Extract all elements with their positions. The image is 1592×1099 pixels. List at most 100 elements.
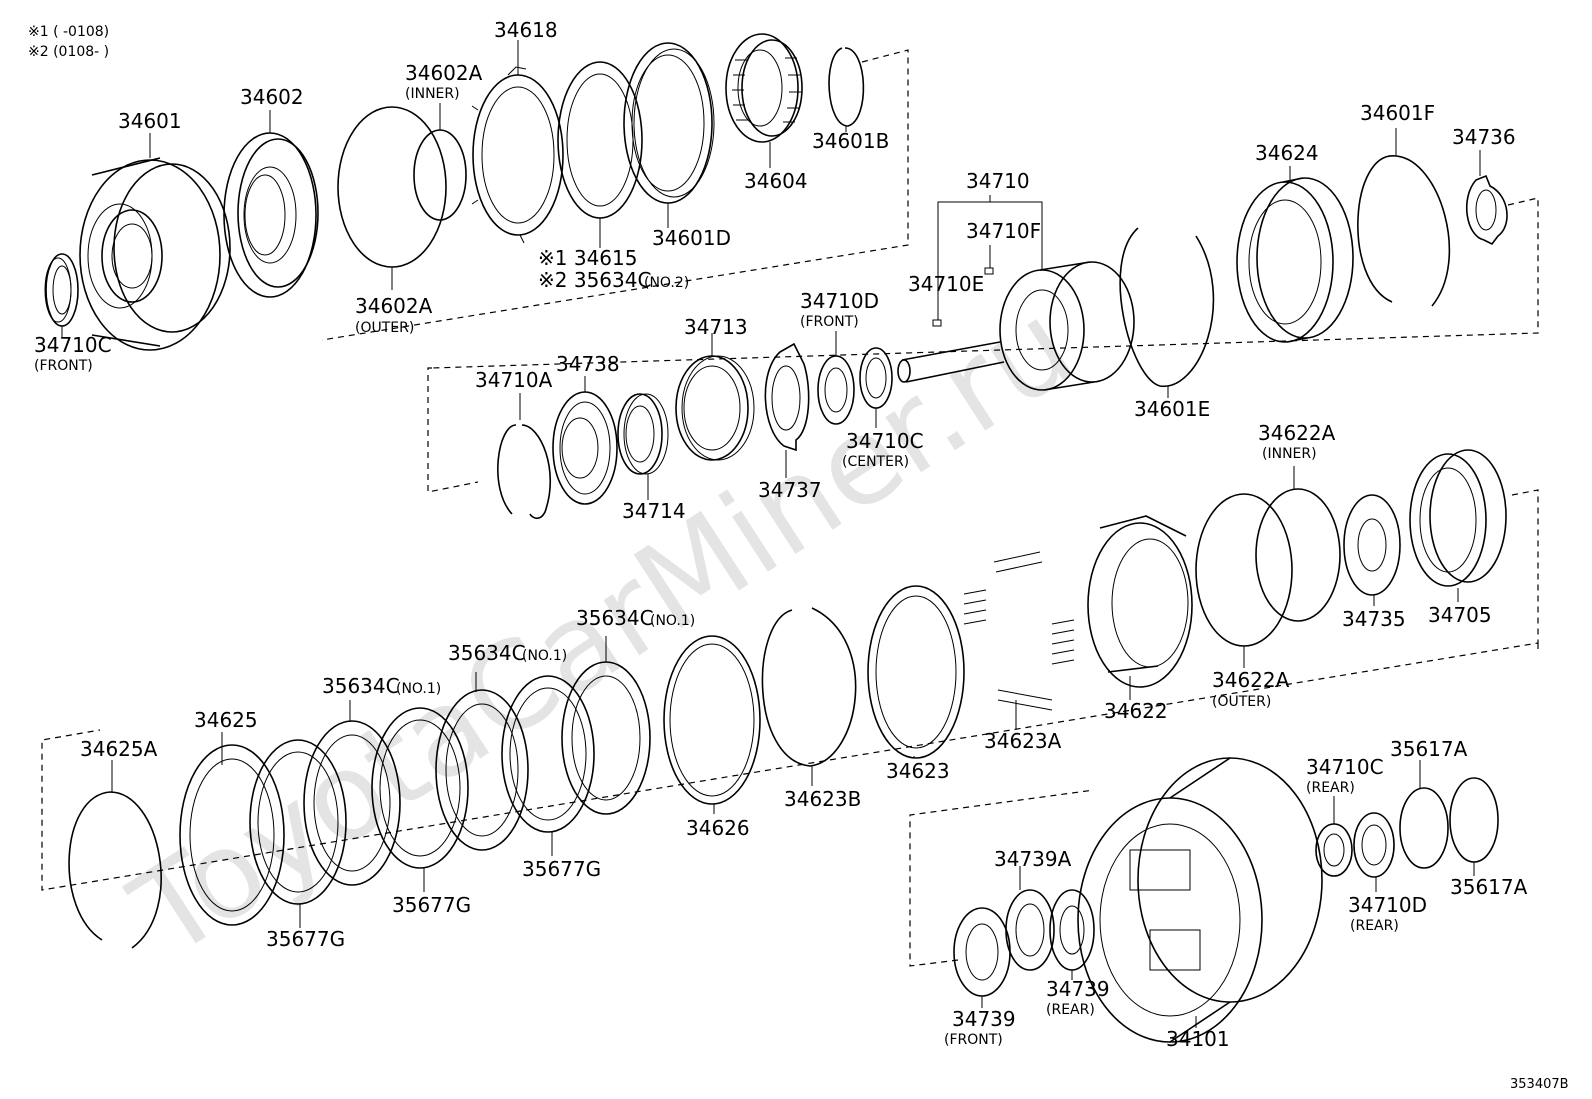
part-35677g-disc-c[interactable] (501, 675, 595, 833)
label-34623b: 34623B (784, 787, 861, 811)
label-34622: 34622 (1104, 699, 1168, 723)
label-34710f: 34710F (966, 219, 1041, 243)
part-34622-retainer[interactable] (1087, 515, 1193, 688)
label-34713: 34713 (684, 315, 748, 339)
label-34739-front: 34739 (952, 1007, 1016, 1031)
label-35634c-1-sub: (NO.1) (650, 613, 695, 629)
part-34705-clutch[interactable] (1409, 449, 1507, 587)
label-34602a-outer: 34602A (355, 294, 433, 318)
part-34602a-inner-oring[interactable] (413, 129, 467, 221)
label-34602a-inner: 34602A (405, 61, 483, 85)
label-34710c-rear-sub: (REAR) (1306, 780, 1355, 796)
label-34601b: 34601B (812, 129, 889, 153)
label-34739-rear: 34739 (1046, 977, 1110, 1001)
part-35617a-ring-a[interactable] (1399, 787, 1449, 869)
part-34626-plate[interactable] (663, 635, 761, 805)
part-34739a-bearing[interactable] (1005, 889, 1055, 971)
label-34710a: 34710A (475, 368, 553, 392)
label-34710c-rear: 34710C (1306, 755, 1384, 779)
label-35634c-2-sub: (NO.1) (522, 648, 567, 664)
label-34622a-outer: 34622A (1212, 668, 1290, 692)
part-35634c-plate-a[interactable] (303, 720, 401, 886)
part-34713-gear-ring[interactable] (675, 355, 755, 461)
label-34615: ※1 34615 (538, 246, 637, 270)
part-34601-drum[interactable] (79, 157, 231, 351)
watermark: ToyotaCarMiner.ru (109, 276, 1097, 985)
label-34710d-rear: 34710D (1348, 893, 1427, 917)
part-34714-bearing[interactable] (617, 393, 669, 475)
label-34602: 34602 (240, 85, 304, 109)
part-35677g-disc-b[interactable] (371, 707, 469, 869)
part-34622a-inner-oring[interactable] (1255, 488, 1341, 622)
part-34101-case[interactable] (1077, 757, 1323, 1043)
part-34739-rear-washer[interactable] (1049, 889, 1095, 971)
label-34622a-inner: 34622A (1258, 421, 1336, 445)
label-34601f: 34601F (1360, 101, 1435, 125)
label-34710d-front: 34710D (800, 289, 879, 313)
label-35634c-no2-sub: (NO.2) (644, 275, 689, 291)
label-34623: 34623 (886, 759, 950, 783)
part-34625a-snap-ring[interactable] (68, 791, 162, 949)
part-34602-piston[interactable] (223, 132, 319, 298)
part-34739-front-washer[interactable] (953, 907, 1011, 997)
part-34618-flange[interactable] (471, 66, 564, 244)
label-34710d-rear-sub: (REAR) (1350, 918, 1399, 934)
label-34623a: 34623A (984, 729, 1062, 753)
label-34710c-center: 34710C (846, 429, 924, 453)
part-34623a-springs[interactable] (963, 551, 1075, 711)
label-35634c-no2: ※2 35634C (538, 268, 651, 292)
label-34710: 34710 (966, 169, 1030, 193)
label-34739a: 34739A (994, 847, 1072, 871)
label-35617a-bottom: 35617A (1450, 875, 1528, 899)
label-35634c-3: 35634C (322, 674, 400, 698)
label-34739-rear-sub: (REAR) (1046, 1002, 1095, 1018)
part-34625-flange[interactable] (179, 744, 285, 926)
label-34705: 34705 (1428, 603, 1492, 627)
label-34738: 34738 (556, 352, 620, 376)
label-34618: 34618 (494, 18, 558, 42)
part-34623-plate[interactable] (867, 585, 965, 759)
label-34710c-center-sub: (CENTER) (842, 454, 909, 470)
drawing-reference: 353407B (1510, 1077, 1569, 1092)
label-34737: 34737 (758, 478, 822, 502)
label-34622a-inner-sub: (INNER) (1262, 446, 1317, 462)
part-labels: 34618 34602A (INNER) 34601 34602 34604 3… (34, 18, 1569, 1092)
part-35617a-ring-b[interactable] (1449, 777, 1499, 863)
label-35634c-3-sub: (NO.1) (396, 681, 441, 697)
part-34622a-outer-oring[interactable] (1195, 493, 1293, 647)
part-34604-spring-set[interactable] (725, 33, 803, 143)
label-34710c-front-sub: (FRONT) (34, 358, 93, 374)
part-35677g-disc-a[interactable] (249, 739, 347, 905)
label-34101: 34101 (1166, 1027, 1230, 1051)
part-34736-plate[interactable] (1466, 174, 1508, 246)
part-34738-gear[interactable] (552, 391, 618, 505)
part-34710c-front-seal[interactable] (44, 253, 79, 327)
label-34736: 34736 (1452, 125, 1516, 149)
label-35634c-2: 35634C (448, 641, 526, 665)
part-34601b-snap-ring[interactable] (828, 47, 865, 127)
part-34601e-snap-ring[interactable] (1119, 227, 1215, 387)
part-34710d-rear-bearing[interactable] (1353, 812, 1395, 878)
part-35634c-plate-b[interactable] (435, 689, 529, 851)
label-34622a-outer-sub: (OUTER) (1212, 694, 1271, 710)
part-34602a-outer-oring[interactable] (337, 106, 447, 268)
part-34710a-snap-ring[interactable] (497, 424, 552, 520)
label-34710d-front-sub: (FRONT) (800, 314, 859, 330)
part-34735-washer[interactable] (1343, 494, 1401, 596)
part-34737-washer[interactable] (764, 342, 810, 452)
label-35617a-top: 35617A (1390, 737, 1468, 761)
part-34623b-snap-ring[interactable] (761, 607, 857, 767)
part-34601d-disc[interactable] (623, 42, 715, 204)
label-34626: 34626 (686, 816, 750, 840)
label-34602a-inner-sub: (INNER) (405, 86, 460, 102)
part-34601f-snap-ring[interactable] (1357, 155, 1451, 307)
label-34625: 34625 (194, 708, 258, 732)
label-34604: 34604 (744, 169, 808, 193)
note-2: ※2 (0108- ) (28, 44, 109, 60)
part-34624-ring-gear[interactable] (1236, 177, 1354, 343)
part-34710c-rear-seal[interactable] (1315, 823, 1353, 877)
label-34710c-front: 34710C (34, 333, 112, 357)
label-34739-front-sub: (FRONT) (944, 1032, 1003, 1048)
label-35677g-2: 35677G (392, 893, 471, 917)
label-35677g-3: 35677G (266, 927, 345, 951)
